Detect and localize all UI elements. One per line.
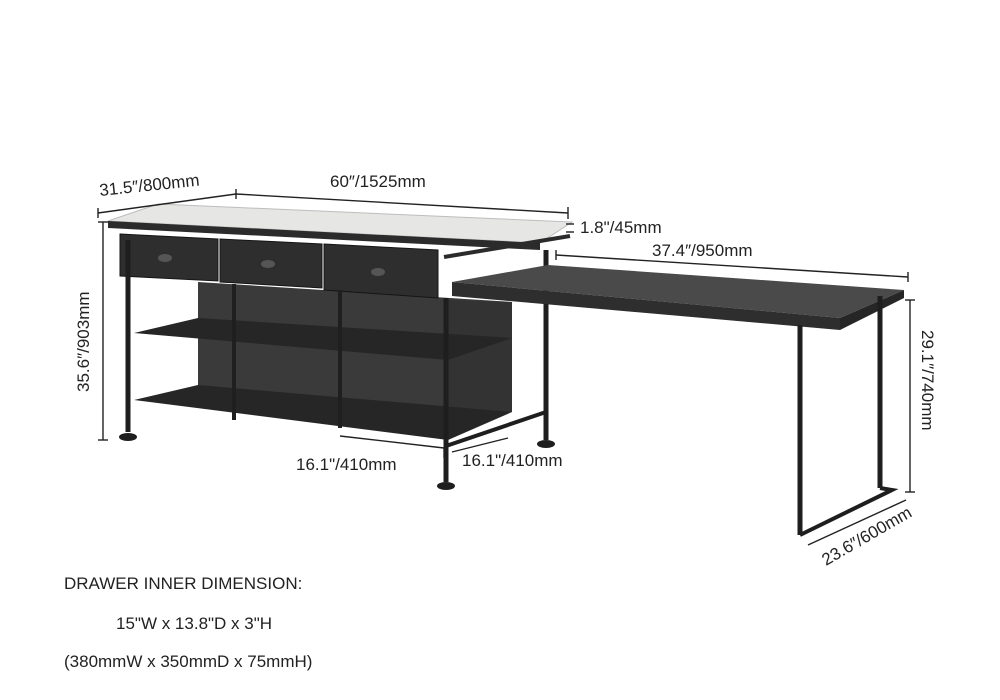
dim-label-extension-depth: 23.6″/600mm [819,503,916,570]
dim-label-top-thickness: 1.8"/45mm [580,218,662,237]
kitchen-island-illustration [107,203,574,490]
drawer-note-imperial: 15"W x 13.8"D x 3"H [116,614,273,633]
dimension-lines [97,189,915,546]
middle-shelf [134,318,512,360]
extension-edge-side [840,290,904,330]
drawer-note-metric: (380mmW x 350mmD x 75mmH) [64,652,313,671]
dim-label-island-width: 31.5″/800mm [98,171,200,200]
drawer-handle-2 [261,260,275,268]
dim-label-island-length: 60″/1525mm [330,172,426,191]
extension-edge [452,282,840,330]
side-panel [448,300,512,420]
dim-label-shelf-depth-left: 16.1"/410mm [296,455,397,474]
dim-label-extension-length: 37.4″/950mm [652,241,753,260]
bottom-stretcher [445,410,547,448]
drawer-note-title: DRAWER INNER DIMENSION: [64,574,303,593]
drawer-handle-3 [371,268,385,276]
towel-bar [443,234,571,259]
extension-sled-base [799,486,899,537]
foot-1 [119,433,137,441]
foot-3 [537,440,555,448]
foot-2 [437,482,455,490]
top-edge [108,221,540,250]
dim-label-extension-height: 29.1″/740mm [918,330,937,431]
dim-label-island-height: 35.6″/903mm [74,291,93,392]
extension-table-illustration [452,265,904,537]
extension-top [452,265,904,318]
dim-label-shelf-depth-right: 16.1"/410mm [462,451,563,470]
drawer-handle-1 [158,254,172,262]
bottom-shelf [134,385,512,440]
